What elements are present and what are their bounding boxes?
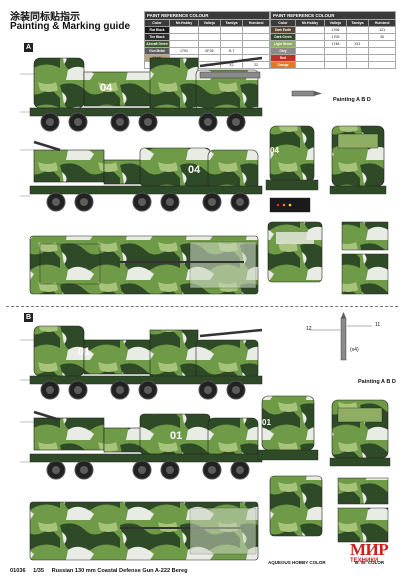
product-name: Russian 130 mm Coastal Defense Gun A-222…	[51, 568, 188, 574]
vehicle-b-side-left	[29, 325, 263, 400]
vehicle-number-a-2: 04	[188, 164, 201, 176]
vehicle-number-b-1: 01	[78, 346, 91, 358]
painting-note: Painting A B D	[333, 97, 371, 103]
vehicle-a-rear-view	[265, 125, 319, 213]
section-divider	[6, 306, 398, 307]
vehicle-b-detail	[337, 477, 389, 543]
section-b-badge: B	[24, 313, 33, 322]
vehicle-b-top-view	[29, 501, 259, 561]
watermark-logo: МИР	[350, 540, 389, 559]
vehicle-number-a-1: 04	[100, 82, 113, 94]
vehicle-b-rear-view-2	[269, 475, 323, 537]
vehicle-b-rear-view	[257, 395, 319, 461]
vehicle-b-side-right	[29, 410, 263, 480]
product-code: 01036	[10, 568, 26, 574]
table-row: Dark Green 1705 30	[270, 33, 396, 41]
table-row: Grey	[270, 47, 396, 55]
vehicle-number-b-2: 01	[170, 430, 183, 442]
vehicle-number-b-3: 01	[262, 418, 271, 427]
part-number-11: 11	[375, 322, 381, 328]
cell	[294, 61, 326, 69]
vehicle-a-side-right	[29, 140, 263, 212]
quantity-note: (x4)	[350, 347, 359, 353]
section-a-badge: A	[24, 43, 33, 52]
legend-aqueous: AQUEOUS HOBBY COLOR	[268, 560, 326, 565]
vehicle-a-side-left	[29, 56, 263, 132]
cell	[368, 61, 396, 69]
vehicle-number-a-3: 04	[270, 146, 279, 155]
paint-table-right: PAINT REFERENCE COLOUR Color Mr.Hobby Va…	[270, 11, 396, 69]
shell-icon	[291, 90, 322, 97]
page-title-cn: 涂装同标贴指示	[10, 12, 80, 23]
painting-note-b: Painting A B D	[358, 379, 396, 385]
legend-bw: B: W: COLOR	[355, 560, 385, 565]
cell: 22	[242, 61, 270, 69]
vehicle-a-rear-view-2	[267, 221, 323, 283]
page-title-en: Painting & Marking guide	[10, 21, 131, 32]
vehicle-a-top-view	[29, 235, 259, 295]
vehicle-b-front-view	[329, 399, 391, 467]
table-row: Orange	[270, 61, 396, 69]
part-number-12: 12	[306, 326, 312, 332]
footer-caption: 01036 1/35 Russian 130 mm Coastal Defens…	[10, 568, 188, 574]
vehicle-a-front-view	[329, 125, 387, 195]
watermark-subtitle: ТЕХНИКИ	[350, 558, 379, 564]
product-scale: 1/35	[33, 568, 45, 574]
rocket-detail-icon	[310, 312, 372, 361]
vehicle-a-detail-1	[341, 221, 389, 295]
